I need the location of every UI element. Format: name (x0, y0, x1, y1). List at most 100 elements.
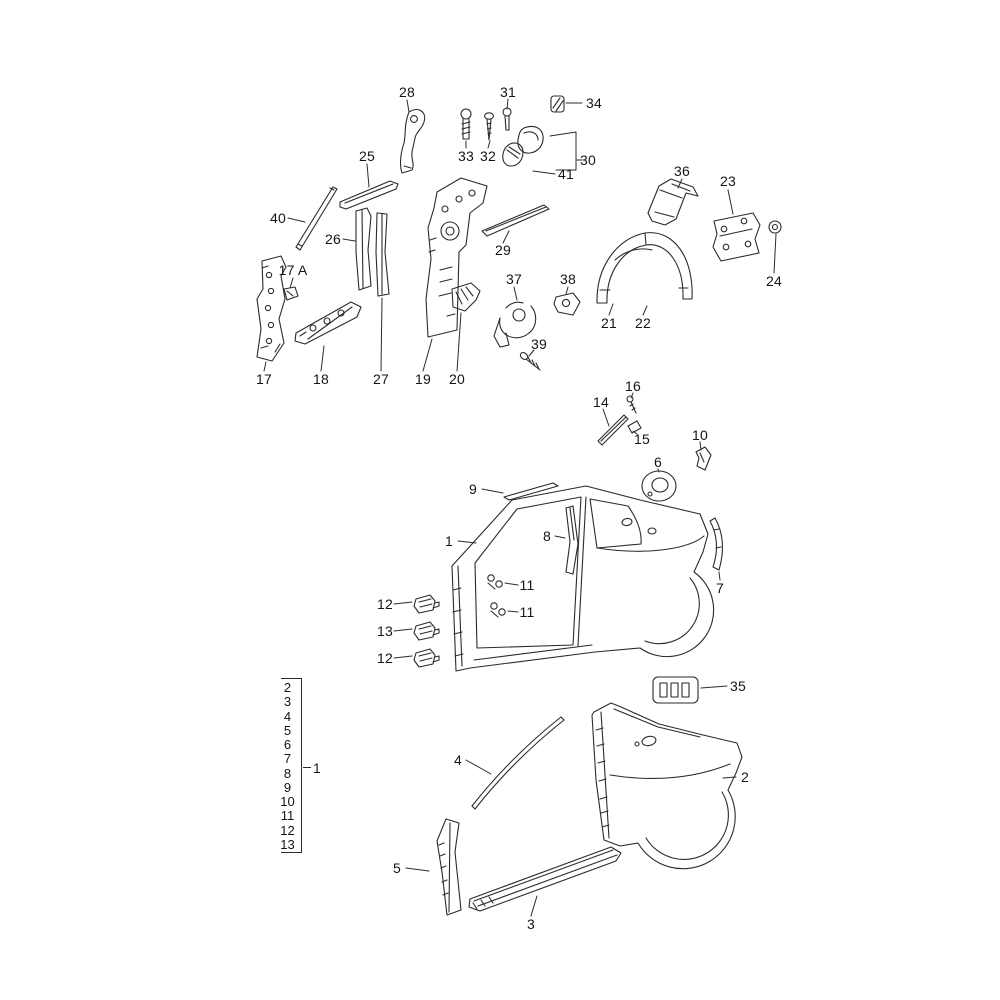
parts-list-bracket (281, 678, 302, 853)
part-20-sketch (451, 282, 481, 312)
part-label-8: 8 (543, 528, 551, 544)
part-30-41-sketch (502, 125, 544, 167)
part-label-28: 28 (399, 84, 415, 100)
part-35-sketch (652, 676, 699, 704)
part-12-13-clips-sketch (413, 594, 440, 668)
part-24-sketch (768, 220, 782, 234)
part-33-sketch (460, 108, 472, 140)
part-17a-sketch (283, 286, 299, 301)
part-9-sketch (503, 482, 559, 501)
part-28-sketch (399, 109, 426, 174)
part-label-10: 10 (692, 427, 708, 443)
part-label-7: 7 (716, 580, 724, 596)
part-16-sketch (626, 395, 637, 414)
part-label-40: 40 (270, 210, 286, 226)
part-label-35: 35 (730, 678, 746, 694)
part-label-11: 11 (519, 577, 535, 593)
parts-list-item-2: 2 (283, 680, 292, 695)
part-23-sketch (712, 212, 761, 262)
part-2-sketch (591, 702, 743, 870)
part-label-31: 31 (500, 84, 516, 100)
part-11b-sketch (490, 602, 506, 618)
part-32-sketch (484, 112, 494, 141)
part-26-sketch (355, 207, 372, 291)
parts-list-item-11: 11 (280, 808, 295, 824)
parts-list-item-6: 6 (283, 737, 292, 753)
part-label-38: 38 (560, 271, 576, 287)
part-label-13: 13 (377, 623, 393, 639)
part-40-sketch (295, 186, 338, 251)
part-label-15: 15 (634, 431, 650, 447)
part-label-34: 34 (586, 95, 602, 111)
part-label-9: 9 (469, 481, 477, 497)
part-label-41: 41 (558, 166, 574, 182)
part-label-12: 12 (377, 650, 393, 666)
part-label-19: 19 (415, 371, 431, 387)
part-label-37: 37 (506, 271, 522, 287)
part-18-sketch (294, 301, 362, 345)
part-34-sketch (550, 95, 565, 113)
part-label-36: 36 (674, 163, 690, 179)
part-4-sketch (471, 716, 565, 810)
part-29-sketch (481, 204, 550, 237)
part-label-17a: 17 A (278, 262, 308, 278)
part-label-22: 22 (635, 315, 651, 331)
part-label-6: 6 (654, 454, 662, 470)
parts-list-item-4: 4 (283, 708, 292, 724)
part-17-sketch (256, 255, 287, 362)
part-6-sketch (641, 470, 677, 502)
part-14-sketch (597, 414, 629, 446)
part-label-16: 16 (625, 378, 641, 394)
part-3-sketch (468, 846, 622, 912)
parts-list-item-5: 5 (283, 722, 292, 738)
part-label-20: 20 (449, 371, 465, 387)
part-label-24: 24 (766, 273, 782, 289)
parts-list-item-12: 12 (280, 822, 295, 838)
part-label-25: 25 (359, 148, 375, 164)
part-label-3: 3 (527, 916, 535, 932)
part-38-sketch (553, 292, 581, 316)
parts-list-item-13: 13 (280, 836, 295, 852)
part-5-sketch (436, 818, 462, 916)
part-27-sketch (375, 212, 390, 297)
part-label-32: 32 (480, 148, 496, 164)
part-31-sketch (502, 107, 512, 131)
parts-list-item-7: 7 (283, 751, 292, 767)
part-1-sketch (451, 485, 715, 672)
part-label-12: 12 (377, 596, 393, 612)
part-label-17: 17 (256, 371, 272, 387)
part-8-sketch (565, 505, 579, 575)
part-label-14: 14 (593, 394, 609, 410)
part-7-sketch (709, 517, 724, 571)
part-39-sketch (519, 352, 541, 371)
part-label-33: 33 (458, 148, 474, 164)
part-label-11: 11 (519, 604, 535, 620)
part-19-sketch (425, 177, 488, 338)
part-37-sketch (493, 301, 537, 348)
parts-list-item-9: 9 (283, 779, 292, 795)
part-36-sketch (647, 178, 699, 226)
part-label-30: 30 (580, 152, 596, 168)
part-label-29: 29 (495, 242, 511, 258)
parts-list-group-dash (303, 767, 311, 768)
part-label-4: 4 (454, 752, 462, 768)
part-25-sketch (339, 180, 399, 210)
part-label-26: 26 (325, 231, 341, 247)
part-label-18: 18 (313, 371, 329, 387)
part-label-21: 21 (601, 315, 617, 331)
leader-lines (263, 98, 777, 917)
part-label-39: 39 (531, 336, 547, 352)
parts-list-item-10: 10 (280, 794, 295, 810)
part-15-sketch (627, 420, 642, 434)
part-label-27: 27 (373, 371, 389, 387)
parts-list-item-3: 3 (283, 694, 292, 710)
part-21-22-sketch (596, 232, 693, 304)
part-11a-sketch (487, 574, 503, 590)
part-label-5: 5 (393, 860, 401, 876)
part-label-1: 1 (445, 533, 453, 549)
part-label-23: 23 (720, 173, 736, 189)
part-10-sketch (695, 446, 712, 471)
parts-list-item-8: 8 (283, 765, 292, 781)
